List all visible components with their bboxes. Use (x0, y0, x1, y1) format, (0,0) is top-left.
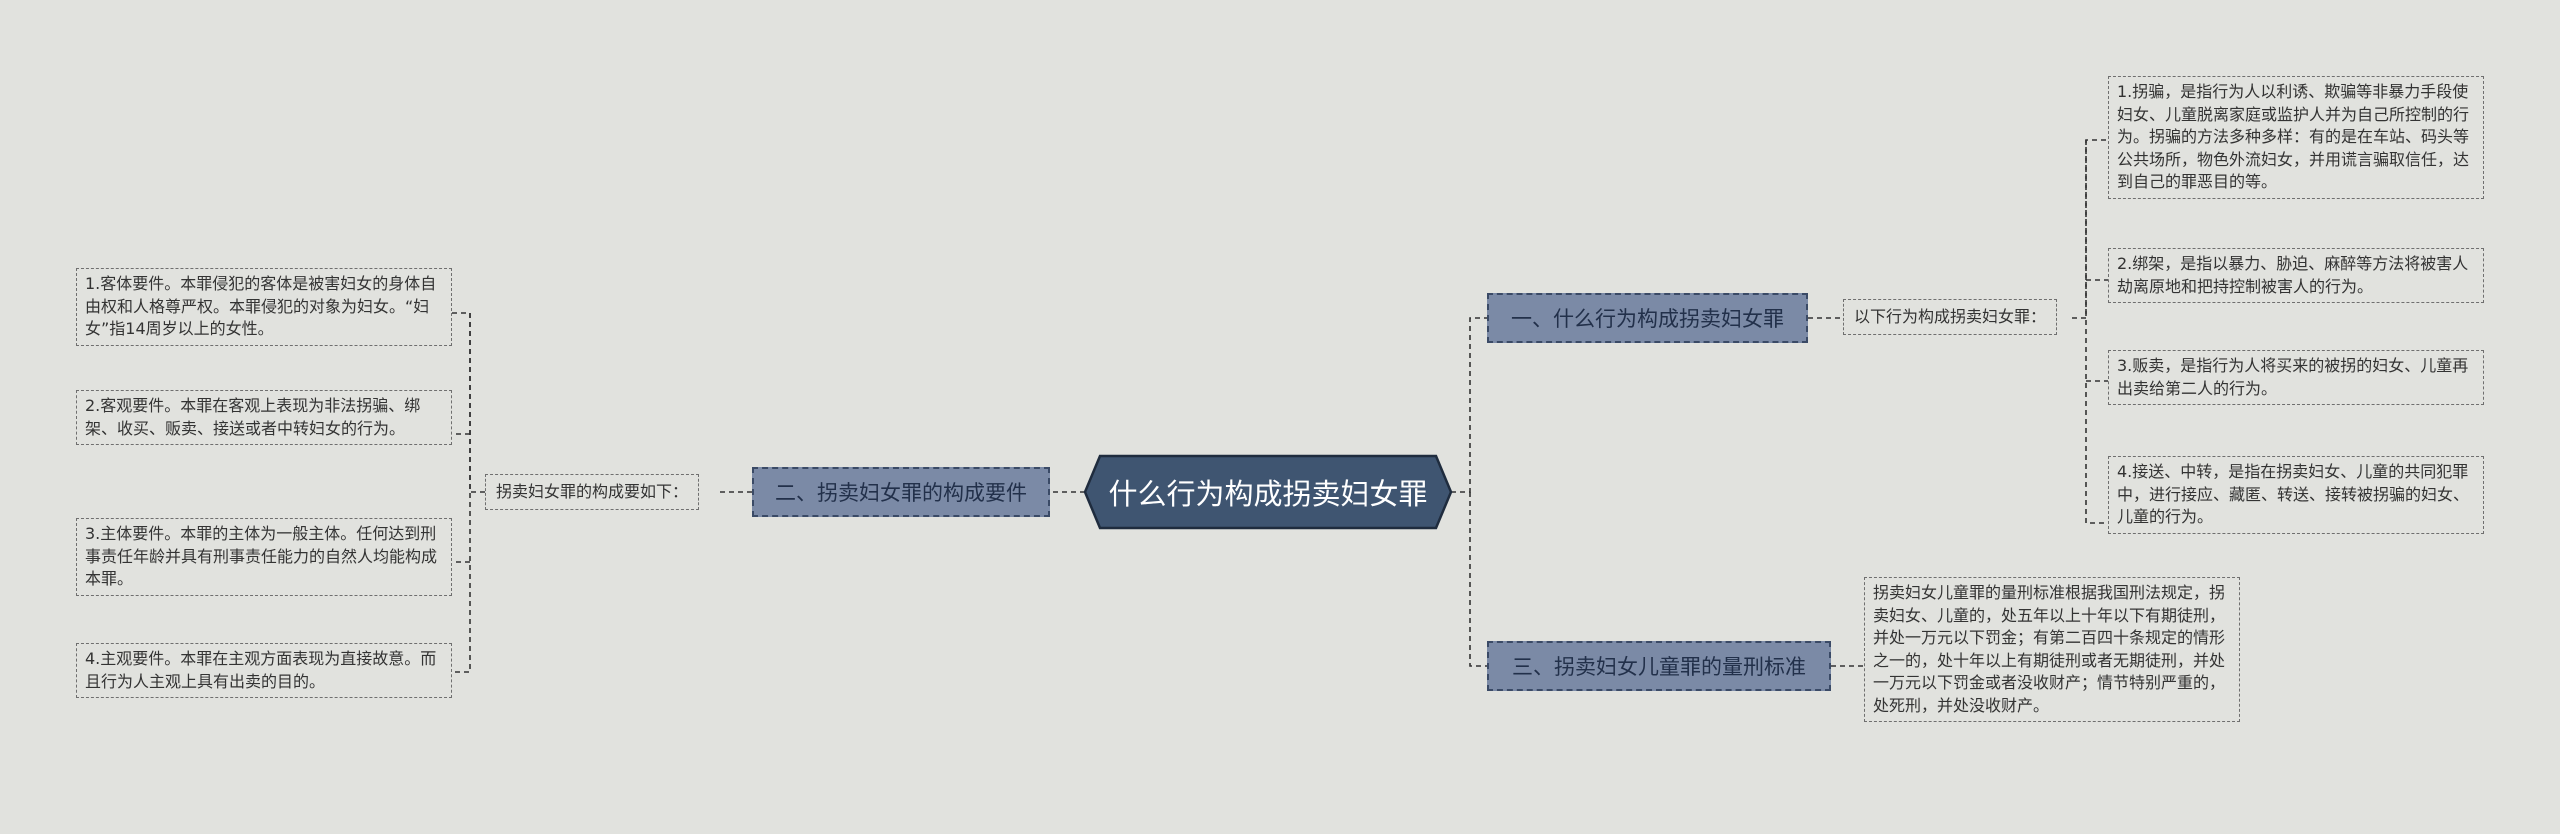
branch-b1[interactable]: 一、什么行为构成拐卖妇女罪 (1487, 293, 1808, 343)
branch-b2-intro[interactable]: 拐卖妇女罪的构成要如下： (485, 474, 700, 510)
root-node[interactable]: 什么行为构成拐卖妇女罪 (1085, 456, 1451, 528)
branch-b1-intro[interactable]: 以下行为构成拐卖妇女罪： (1843, 299, 2058, 335)
link-leftintro-item1 (452, 312, 485, 493)
branch-b1-intro-label: 以下行为构成拐卖妇女罪： (1854, 307, 2047, 326)
b3-text-content: 拐卖妇女儿童罪的量刑标准根据我国刑法规定，拐卖妇女、儿童的，处五年以上十年以下有… (1873, 583, 2226, 715)
link-root-b3 (1469, 492, 1487, 667)
link-intro-item1 (2072, 139, 2108, 319)
b1-item-3-text: 3.贩卖，是指行为人将买来的被拐的妇女、儿童再出卖给第二人的行为。 (2117, 356, 2469, 398)
b2-item-1[interactable]: 1.客体要件。本罪侵犯的客体是被害妇女的身体自由权和人格尊严权。本罪侵犯的对象为… (76, 268, 452, 346)
b2-item-4[interactable]: 4.主观要件。本罪在主观方面表现为直接故意。而且行为人主观上具有出卖的目的。 (76, 643, 452, 698)
b1-item-1-text: 1.拐骗，是指行为人以利诱、欺骗等非暴力手段使妇女、儿童脱离家庭或监护人并为自己… (2117, 82, 2470, 191)
branch-b2-intro-label: 拐卖妇女罪的构成要如下： (496, 482, 689, 501)
b1-item-3[interactable]: 3.贩卖，是指行为人将买来的被拐的妇女、儿童再出卖给第二人的行为。 (2108, 350, 2484, 405)
branch-b3-label: 三、拐卖妇女儿童罪的量刑标准 (1512, 655, 1806, 679)
b1-item-1[interactable]: 1.拐骗，是指行为人以利诱、欺骗等非暴力手段使妇女、儿童脱离家庭或监护人并为自己… (2108, 76, 2484, 199)
branch-b2[interactable]: 二、拐卖妇女罪的构成要件 (752, 467, 1050, 517)
b1-item-2-text: 2.绑架，是指以暴力、胁迫、麻醉等方法将被害人劫离原地和把持控制被害人的行为。 (2117, 254, 2469, 296)
root-label: 什么行为构成拐卖妇女罪 (1108, 477, 1428, 511)
b3-text[interactable]: 拐卖妇女儿童罪的量刑标准根据我国刑法规定，拐卖妇女、儿童的，处五年以上十年以下有… (1864, 577, 2240, 722)
branch-b2-label: 二、拐卖妇女罪的构成要件 (775, 481, 1027, 505)
b2-item-2-text: 2.客观要件。本罪在客观上表现为非法拐骗、绑架、收买、贩卖、接送或者中转妇女的行… (85, 396, 421, 438)
b2-item-2[interactable]: 2.客观要件。本罪在客观上表现为非法拐骗、绑架、收买、贩卖、接送或者中转妇女的行… (76, 390, 452, 445)
b2-item-1-text: 1.客体要件。本罪侵犯的客体是被害妇女的身体自由权和人格尊严权。本罪侵犯的对象为… (85, 274, 437, 338)
link-intro-trunk (2085, 140, 2108, 524)
b2-item-4-text: 4.主观要件。本罪在主观方面表现为直接故意。而且行为人主观上具有出卖的目的。 (85, 649, 437, 691)
link-root-b1 (1451, 317, 1487, 493)
link-leftintro-trunk (452, 313, 471, 673)
b2-item-3[interactable]: 3.主体要件。本罪的主体为一般主体。任何达到刑事责任年龄并具有刑事责任能力的自然… (76, 518, 452, 596)
branch-b1-label: 一、什么行为构成拐卖妇女罪 (1511, 307, 1784, 331)
b1-item-4-text: 4.接送、中转，是指在拐卖妇女、儿童的共同犯罪中，进行接应、藏匿、转送、接转被拐… (2117, 462, 2470, 526)
b2-item-3-text: 3.主体要件。本罪的主体为一般主体。任何达到刑事责任年龄并具有刑事责任能力的自然… (85, 524, 438, 588)
branch-b3[interactable]: 三、拐卖妇女儿童罪的量刑标准 (1487, 641, 1831, 691)
b1-item-2[interactable]: 2.绑架，是指以暴力、胁迫、麻醉等方法将被害人劫离原地和把持控制被害人的行为。 (2108, 248, 2484, 303)
b1-item-4[interactable]: 4.接送、中转，是指在拐卖妇女、儿童的共同犯罪中，进行接应、藏匿、转送、接转被拐… (2108, 456, 2484, 534)
